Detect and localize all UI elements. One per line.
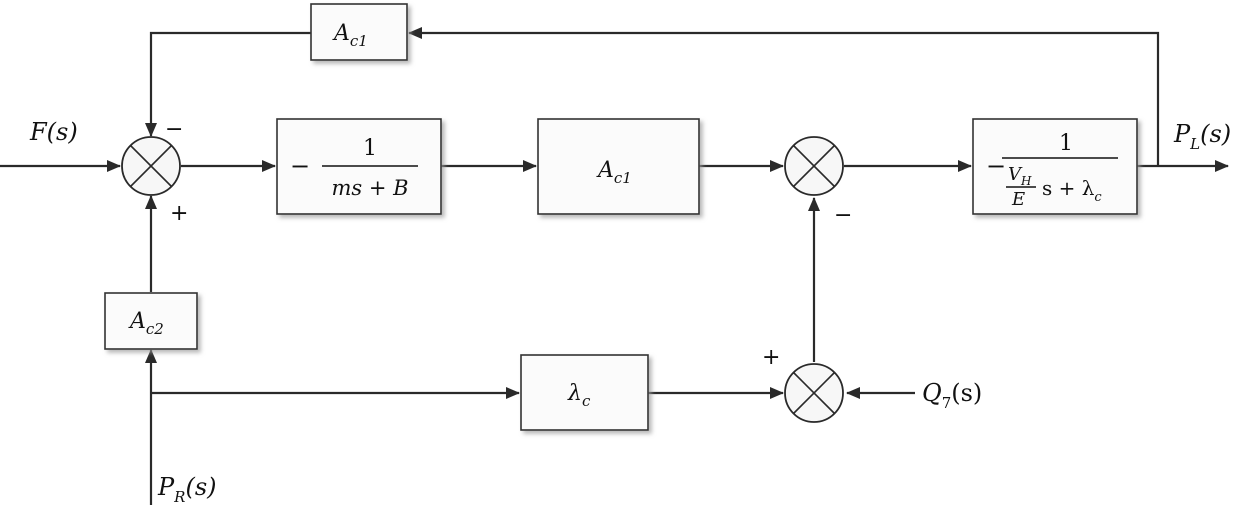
svg-text:PR(s): PR(s) [157,473,217,506]
summing-junction-1-icon [121,136,181,196]
pressure-block-e: E [1011,189,1025,210]
pressure-transfer-block: − 1 VH E s + λc [972,118,1138,215]
mass-block-sign: − [290,152,310,180]
summing-junction-2-icon [784,136,844,196]
wire-gain-to-sum1 [145,31,311,137]
svg-text:Q7(s): Q7(s) [922,379,982,412]
sum2-minus-sign: − [834,203,852,228]
area-gain-block: Ac1 [537,118,700,215]
svg-text:VH: VH [1008,164,1032,188]
feedback-gain-sub: c1 [350,32,368,50]
svg-text:λc: λc [567,381,591,410]
sum1-minus-sign: − [165,117,183,142]
wire-feedback-to-gain [408,27,1160,166]
input-force-label: F(s) [29,118,78,146]
supply-gain-base: A [128,309,146,334]
mass-block-numerator: 1 [363,136,377,161]
summing-junction-3-icon [784,363,844,423]
mass-transfer-block: − 1 ms + B [276,118,442,215]
output-label-base: P [1173,120,1191,148]
output-label-arg: (s) [1200,120,1231,148]
sum1-plus-sign: + [170,201,188,226]
svg-text:Ac1: Ac1 [332,21,368,50]
pressure-block-rest-sub: c [1094,190,1102,205]
supply-label-arg: (s) [185,473,216,501]
pressure-block-vh-sub: H [1020,174,1032,188]
leak-gain-base: λ [567,381,582,406]
leak-gain-sub: c [582,392,591,410]
disturbance-label-sub: 7 [942,394,952,412]
supply-gain-block: Ac2 [104,292,198,350]
mass-block-denominator: ms + B [331,176,408,200]
leak-gain-block: λc [520,354,649,431]
output-label-sub: L [1189,135,1200,153]
svg-text:s + λc: s + λc [1042,176,1102,205]
area-gain-sub: c1 [614,169,632,187]
feedback-gain-base: A [332,21,350,46]
supply-gain-sub: c2 [146,320,164,338]
pressure-block-numerator: 1 [1059,131,1073,156]
supply-label-base: P [157,473,175,501]
pressure-block-vh: V [1008,164,1023,185]
feedback-gain-block: Ac1 [310,3,408,61]
svg-text:PL(s): PL(s) [1173,120,1231,153]
disturbance-label-base: Q [922,379,942,407]
svg-text:Ac1: Ac1 [596,158,632,187]
pressure-block-sign: − [986,152,1006,180]
supply-label-sub: R [173,488,185,506]
area-gain-base: A [596,158,614,183]
disturbance-label-arg: (s) [951,379,982,407]
signal-wires [0,27,1229,505]
sum3-plus-sign: + [762,345,780,370]
svg-text:Ac2: Ac2 [128,309,164,338]
pressure-block-rest: s + λ [1042,176,1095,200]
